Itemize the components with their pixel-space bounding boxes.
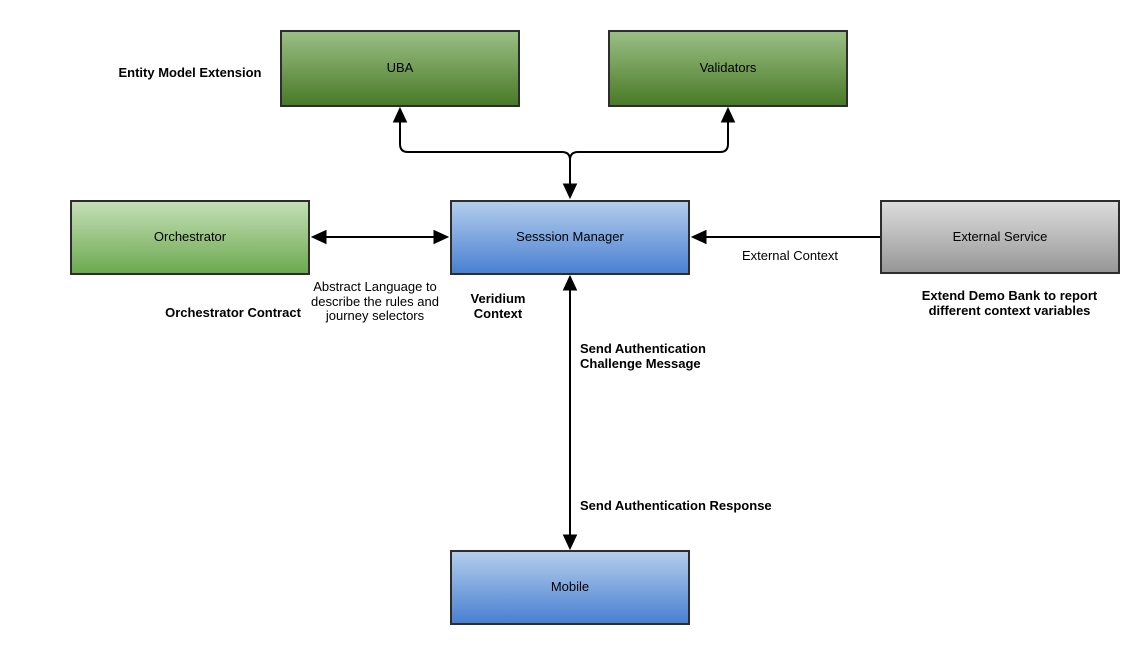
arrowhead-into-session-right1 bbox=[433, 229, 450, 245]
edge-external-session bbox=[690, 229, 880, 245]
edge-label-external-context: External Context bbox=[741, 248, 839, 263]
arrowhead-into-validators bbox=[720, 106, 736, 123]
node-session-manager: Sesssion Manager bbox=[450, 200, 690, 275]
node-mobile: Mobile bbox=[450, 550, 690, 625]
edge-label-send-auth-challenge: Send Authentication Challenge Message bbox=[580, 341, 706, 371]
node-external-service-label: External Service bbox=[952, 228, 1048, 244]
node-external-service: External Service bbox=[880, 200, 1120, 274]
annotation-veridium-context: Veridium Context bbox=[470, 291, 526, 321]
annotation-extend-demo-bank: Extend Demo Bank to report different con… bbox=[921, 288, 1098, 318]
node-orchestrator-label: Orchestrator bbox=[153, 229, 227, 245]
edge-orchestrator-session bbox=[310, 229, 450, 245]
arrowhead-into-session-bottom bbox=[562, 274, 578, 291]
node-uba: UBA bbox=[280, 30, 520, 107]
edge-session-mobile bbox=[562, 274, 578, 551]
edge-session-to-uba-validators bbox=[392, 106, 736, 200]
annotation-orchestrator-contract: Orchestrator Contract bbox=[165, 305, 301, 320]
annotation-abstract-language: Abstract Language to describe the rules … bbox=[311, 279, 439, 324]
arrowhead-into-session-top bbox=[562, 183, 578, 200]
node-validators-label: Validators bbox=[699, 60, 757, 76]
arrowhead-into-uba bbox=[392, 106, 408, 123]
node-mobile-label: Mobile bbox=[550, 579, 590, 595]
arrowhead-into-mobile bbox=[562, 534, 578, 551]
annotation-entity-model-extension: Entity Model Extension bbox=[118, 65, 262, 80]
node-orchestrator: Orchestrator bbox=[70, 200, 310, 275]
node-uba-label: UBA bbox=[386, 60, 414, 76]
node-validators: Validators bbox=[608, 30, 848, 107]
arrowhead-into-orchestrator bbox=[310, 229, 327, 245]
edge-label-send-auth-response: Send Authentication Response bbox=[580, 498, 772, 513]
arrowhead-into-session-right2 bbox=[690, 229, 707, 245]
node-session-manager-label: Sesssion Manager bbox=[516, 229, 624, 245]
